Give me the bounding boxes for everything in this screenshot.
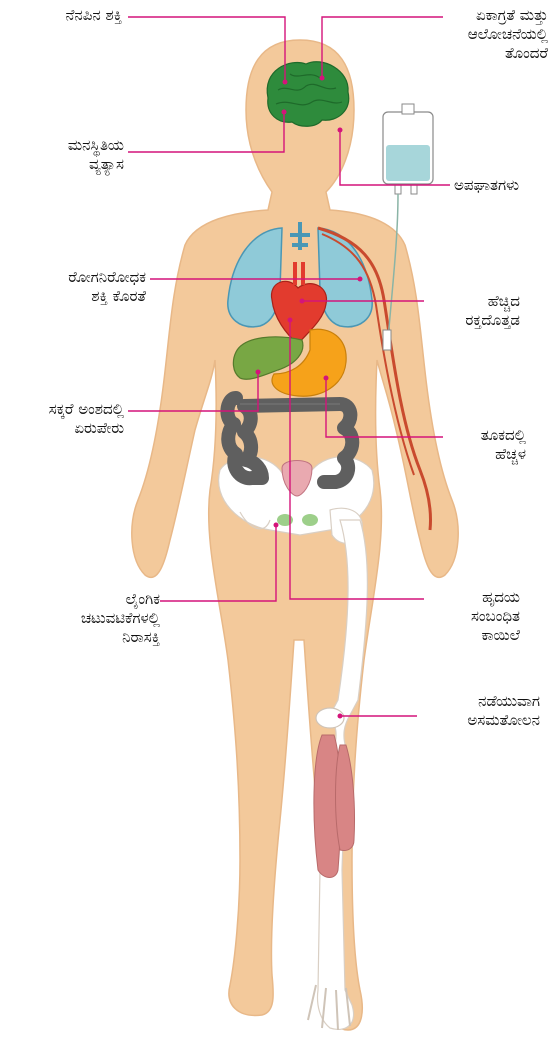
label-sexual-disinterest: ಲೈಂಗಿಕ ಚಟುವಟಿಕೆಗಳಲ್ಲಿ ನಿರಾಸಕ್ತಿ xyxy=(30,590,160,647)
label-concentration: ಏಕಾಗ್ರತೆ ಮತ್ತು ಆಲೋಚನೆಯಲ್ಲಿ ತೊಂದರೆ xyxy=(400,6,548,63)
label-accidents: ಅಪಘಾತಗಳು xyxy=(454,176,550,195)
label-high-bp-line1: ಹೆಚ್ಚಿದ xyxy=(430,292,520,311)
label-memory-power: ನೆನಪಿನ ಶಕ್ತಿ xyxy=(12,6,122,25)
label-blood-sugar: ಸಕ್ಕರೆ ಅಂಶದಲ್ಲಿ ಏರುಪೇರು xyxy=(0,400,124,438)
label-weight-gain: ತೂಕದಲ್ಲಿ ಹೆಚ್ಚಳ xyxy=(446,426,526,464)
label-sexual-disinterest-line2: ಚಟುವಟಿಕೆಗಳಲ್ಲಿ xyxy=(30,609,160,628)
label-heart-disease: ಹೃದಯ ಸಂಬಂಧಿತ ಕಾಯಿಲೆ xyxy=(430,588,520,645)
label-low-immunity-line2: ಶಕ್ತಿ ಕೊರತೆ xyxy=(12,287,146,306)
label-mood-change: ಮನಸ್ಥಿತಿಯ ವ್ಯತ್ಯಾಸ xyxy=(12,136,124,174)
label-memory-power-line1: ನೆನಪಿನ ಶಕ್ತಿ xyxy=(12,6,122,25)
label-walking-imbalance-line2: ಅಸಮತೋಲನ xyxy=(420,711,540,730)
label-heart-disease-line1: ಹೃದಯ xyxy=(430,588,520,607)
label-mood-change-line1: ಮನಸ್ಥಿತಿಯ xyxy=(12,136,124,155)
label-sexual-disinterest-line1: ಲೈಂಗಿಕ xyxy=(30,590,160,609)
label-heart-disease-line2: ಸಂಬಂಧಿತ xyxy=(430,607,520,626)
label-blood-sugar-line2: ಏರುಪೇರು xyxy=(0,419,124,438)
label-high-bp: ಹೆಚ್ಚಿದ ರಕ್ತದೊತ್ತಡ xyxy=(430,292,520,330)
label-high-bp-line2: ರಕ್ತದೊತ್ತಡ xyxy=(430,311,520,330)
label-weight-gain-line2: ಹೆಚ್ಚಳ xyxy=(446,445,526,464)
label-heart-disease-line3: ಕಾಯಿಲೆ xyxy=(430,626,520,645)
label-low-immunity: ರೋಗನಿರೋಧಕ ಶಕ್ತಿ ಕೊರತೆ xyxy=(12,268,146,306)
label-accidents-line1: ಅಪಘಾತಗಳು xyxy=(454,176,550,195)
label-walking-imbalance: ನಡೆಯುವಾಗ ಅಸಮತೋಲನ xyxy=(420,692,540,730)
label-walking-imbalance-line1: ನಡೆಯುವಾಗ xyxy=(420,692,540,711)
label-blood-sugar-line1: ಸಕ್ಕರೆ ಅಂಶದಲ್ಲಿ xyxy=(0,400,124,419)
label-mood-change-line2: ವ್ಯತ್ಯಾಸ xyxy=(12,155,124,174)
label-concentration-line3: ತೊಂದರೆ xyxy=(400,44,548,63)
label-weight-gain-line1: ತೂಕದಲ್ಲಿ xyxy=(446,426,526,445)
body-silhouette xyxy=(132,40,458,1030)
label-low-immunity-line1: ರೋಗನಿರೋಧಕ xyxy=(12,268,146,287)
label-concentration-line1: ಏಕಾಗ್ರತೆ ಮತ್ತು xyxy=(400,6,548,25)
brain xyxy=(267,62,349,127)
label-concentration-line2: ಆಲೋಚನೆಯಲ್ಲಿ xyxy=(400,25,548,44)
label-sexual-disinterest-line3: ನಿರಾಸಕ್ತಿ xyxy=(30,628,160,647)
